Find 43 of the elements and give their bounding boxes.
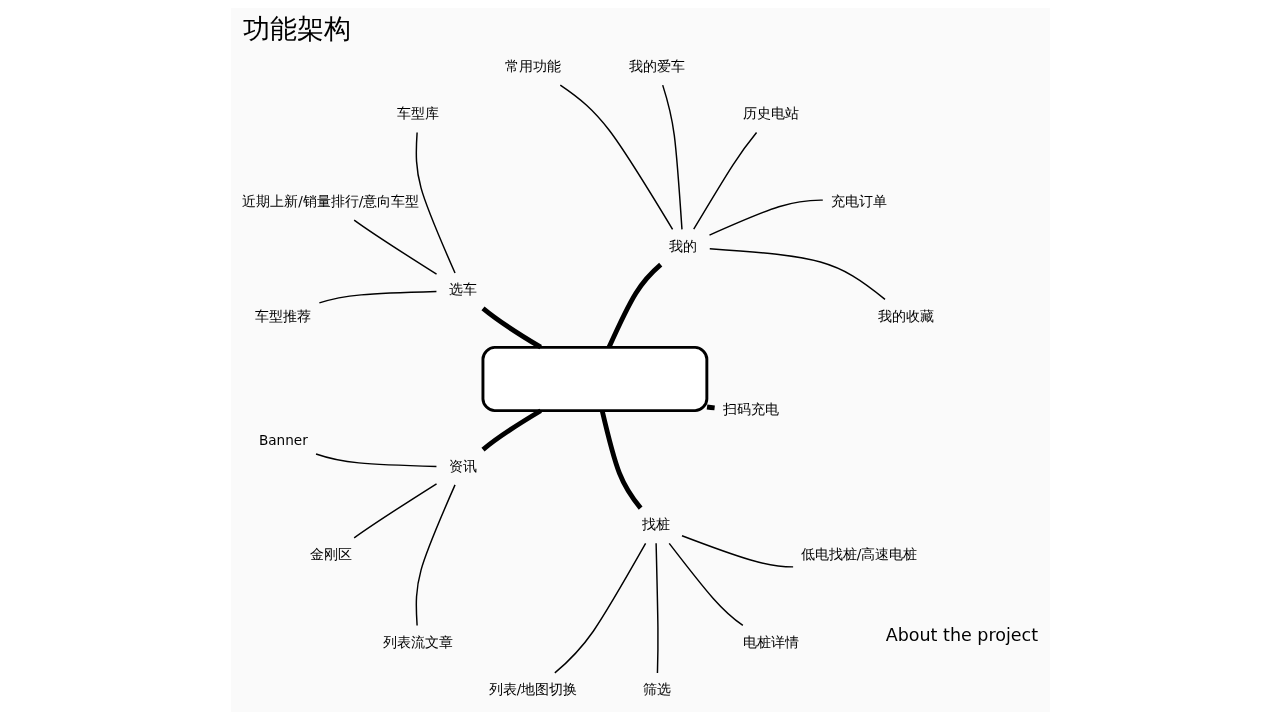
node-text: Banner [258,431,308,448]
connector [654,542,659,674]
connector [599,410,643,510]
node-text: 金刚区 [309,546,352,563]
node-text: 扫码充电 [722,400,779,417]
connector [415,484,456,627]
connector [668,542,744,627]
node-text: 低电找桩/高速电桩 [800,546,917,563]
node-text: 我的爱车 [628,58,685,75]
diagram-title: 功能架构 [242,12,351,44]
node-text: 常用功能 [504,58,561,75]
connector [708,199,824,236]
connector [480,408,542,452]
node-text: 筛选 [642,681,671,698]
node-text: 选车 [448,281,477,298]
node-text: 找桩 [641,516,670,533]
connector [680,535,794,568]
node-text: 资讯 [448,457,477,474]
node-box [481,345,708,413]
connector [352,219,437,275]
connector [606,262,662,349]
label: About the project [885,625,1038,646]
node-text: 历史电站 [742,105,799,122]
connector [708,248,886,301]
connector [415,131,456,274]
node-text: 近期上新/销量排行/意向车型 [241,193,419,210]
connector [692,131,757,230]
node-text: 车型库 [396,105,439,122]
connector [318,290,437,304]
node-text: 电桩详情 [742,633,799,650]
connector [352,483,437,539]
node-text: 我的收藏 [877,307,934,324]
connector [559,84,673,231]
connector [661,84,683,231]
connector [314,453,437,468]
node-text: 充电订单 [830,193,887,210]
node-text: 列表流文章 [382,633,453,650]
node-text: 列表/地图切换 [488,681,577,698]
node-text: 车型推荐 [254,307,311,324]
connector [553,542,646,674]
connector [706,404,715,411]
node-text: 我的 [668,237,697,254]
connector [480,306,542,350]
